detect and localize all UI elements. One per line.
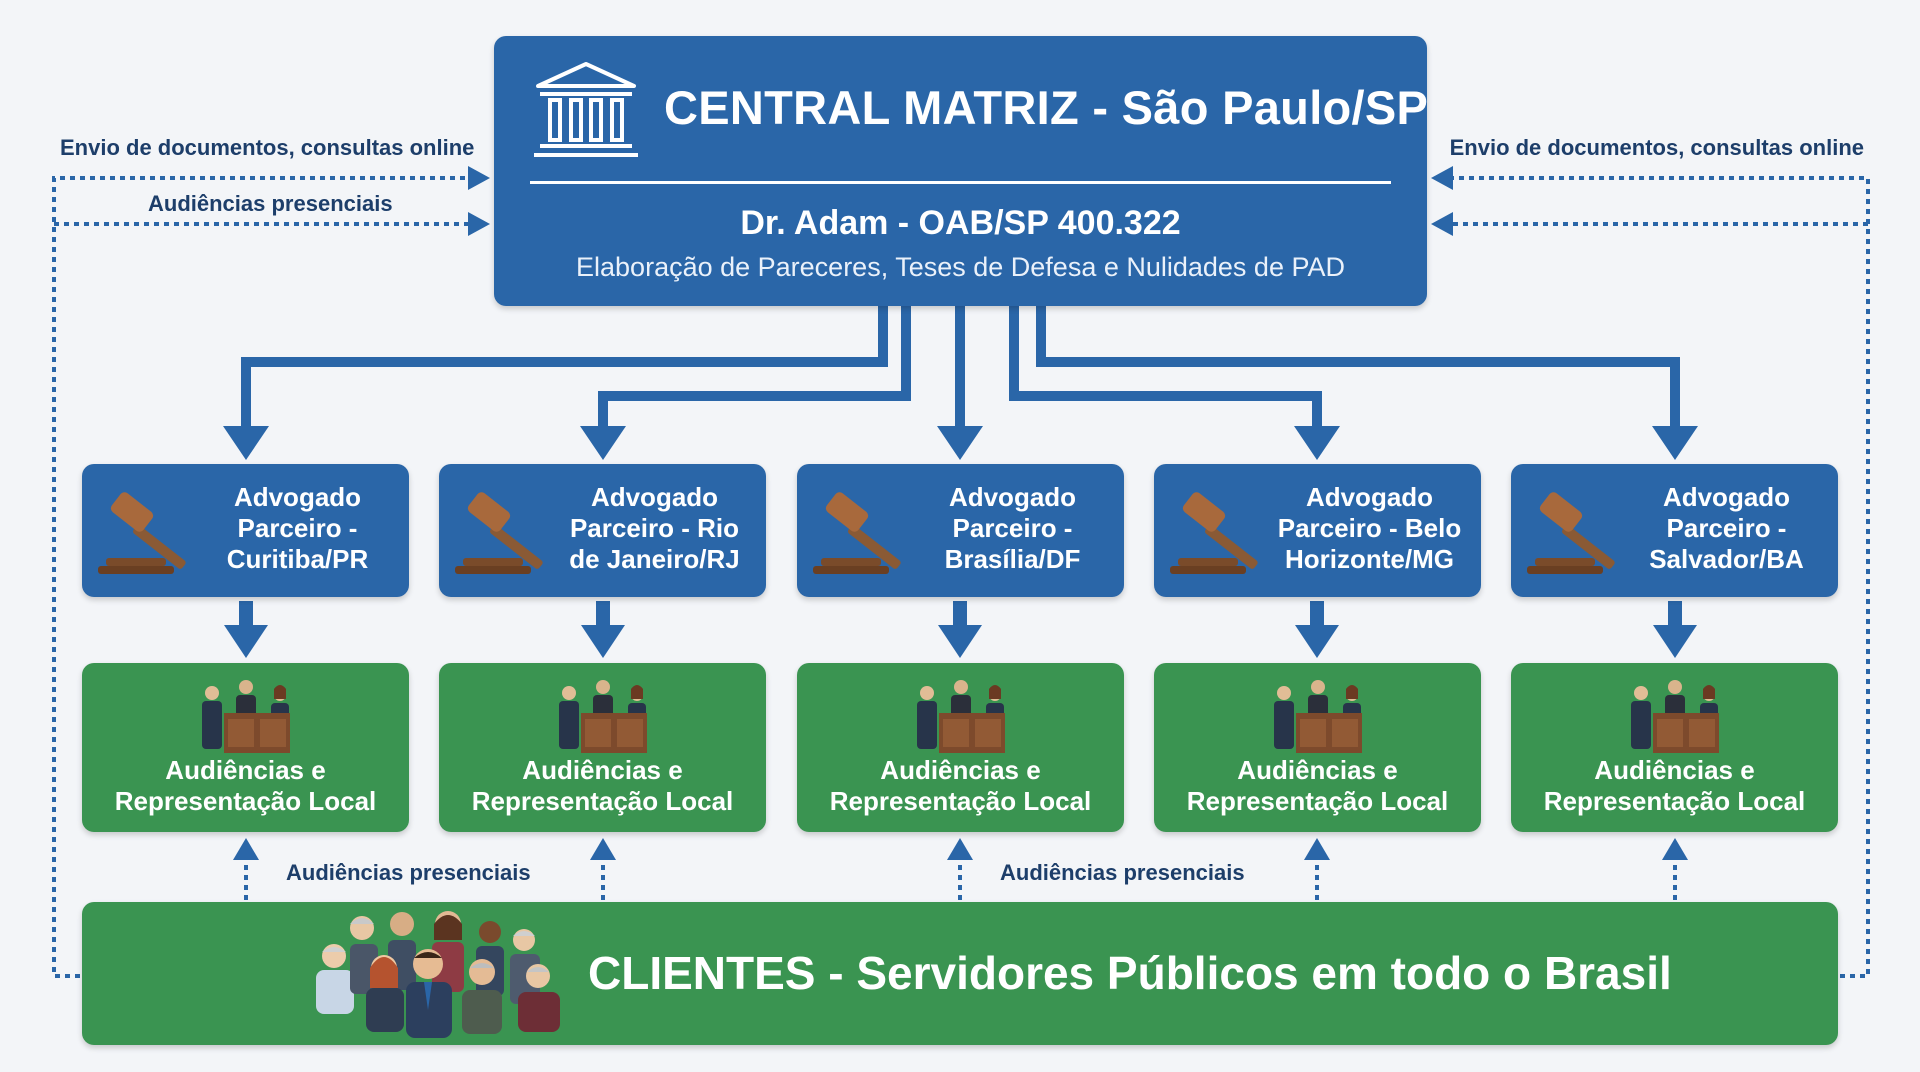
partner-box-brasilia: Advogado Parceiro - Brasília/DF [797, 464, 1124, 597]
partner-box-curitiba: Advogado Parceiro - Curitiba/PR [82, 464, 409, 597]
central-description: Elaboração de Pareceres, Teses de Defesa… [576, 252, 1345, 282]
gavel-icon [1170, 492, 1258, 574]
dotted-loop-left-outer [52, 176, 470, 978]
arrowhead-salvador [1652, 426, 1698, 460]
connector-salvador [1036, 306, 1680, 428]
local-box-salvador: Audiências e Representação Local [1511, 663, 1838, 832]
note-left-hearings: Audiências presenciais [148, 191, 393, 216]
arrowhead-rio [580, 426, 626, 460]
arrowhead-loop-right-bottom [1431, 212, 1453, 236]
partner-label: Advogado Parceiro - Rio de Janeiro/RJ [569, 482, 740, 574]
local-label: Audiências e Representação Local [1186, 755, 1449, 816]
gavel-icon [1527, 492, 1615, 574]
gavel-icon [813, 492, 901, 574]
courtroom-icon [1274, 680, 1362, 753]
local-box-brasilia: Audiências e Representação Local [797, 663, 1124, 832]
partner-box-salvador: Advogado Parceiro - Salvador/BA [1511, 464, 1838, 597]
partner-box-belo-horizonte: Advogado Parceiro - Belo Horizonte/MG [1154, 464, 1481, 597]
courtroom-icon [1631, 680, 1719, 753]
courtroom-icon [559, 680, 647, 753]
arrow-partner-to-local-brasilia [938, 601, 982, 658]
partner-label: Advogado Parceiro - Belo Horizonte/MG [1277, 482, 1462, 574]
partner-label: Advogado Parceiro - Brasília/DF [944, 482, 1081, 574]
connector-rio [598, 306, 911, 428]
partner-box-rio-de-janeiro: Advogado Parceiro - Rio de Janeiro/RJ [439, 464, 766, 597]
arrow-partner-to-local-rio [581, 601, 625, 658]
people-group-icon [316, 911, 560, 1038]
connector-belo-horizonte [1009, 306, 1322, 428]
dotted-loop-right-outer [1450, 176, 1870, 978]
courthouse-icon [534, 62, 638, 157]
clients-box: CLIENTES - Servidores Públicos em todo o… [82, 902, 1838, 1045]
courtroom-icon [917, 680, 1005, 753]
local-label: Audiências e Representação Local [471, 755, 734, 816]
gavel-icon [98, 492, 186, 574]
arrowhead-brasilia [937, 426, 983, 460]
connector-curitiba [241, 306, 888, 428]
arrowhead-loop-right-top [1431, 166, 1453, 190]
local-box-belo-horizonte: Audiências e Representação Local [1154, 663, 1481, 832]
clients-title: CLIENTES - Servidores Públicos em todo o… [588, 947, 1672, 999]
note-right-documents: Envio de documentos, consultas online [1449, 135, 1864, 160]
arrow-partner-to-local-curitiba [224, 601, 268, 658]
local-box-curitiba: Audiências e Representação Local [82, 663, 409, 832]
partner-label: Advogado Parceiro - Salvador/BA [1649, 482, 1804, 574]
local-label: Audiências e Representação Local [114, 755, 377, 816]
note-bottom-hearings-left: Audiências presenciais [286, 860, 531, 885]
gavel-icon [455, 492, 543, 574]
arrowhead-curitiba [223, 426, 269, 460]
note-left-documents: Envio de documentos, consultas online [60, 135, 475, 160]
arrowhead-belo-horizonte [1294, 426, 1340, 460]
partner-label: Advogado Parceiro - Curitiba/PR [226, 482, 369, 574]
local-label: Audiências e Representação Local [829, 755, 1092, 816]
arrow-partner-to-local-belo-horizonte [1295, 601, 1339, 658]
arrow-partner-to-local-salvador [1653, 601, 1697, 658]
local-box-rio-de-janeiro: Audiências e Representação Local [439, 663, 766, 832]
central-matriz-box: CENTRAL MATRIZ - São Paulo/SP Dr. Adam -… [494, 36, 1429, 306]
central-title: CENTRAL MATRIZ - São Paulo/SP [664, 81, 1429, 134]
central-lawyer-name: Dr. Adam - OAB/SP 400.322 [740, 204, 1181, 242]
courtroom-icon [202, 680, 290, 753]
arrowhead-loop-left-top [468, 166, 490, 190]
local-label: Audiências e Representação Local [1543, 755, 1806, 816]
central-divider [530, 181, 1391, 184]
note-bottom-hearings-right: Audiências presenciais [1000, 860, 1245, 885]
arrowhead-loop-left-bottom [468, 212, 490, 236]
